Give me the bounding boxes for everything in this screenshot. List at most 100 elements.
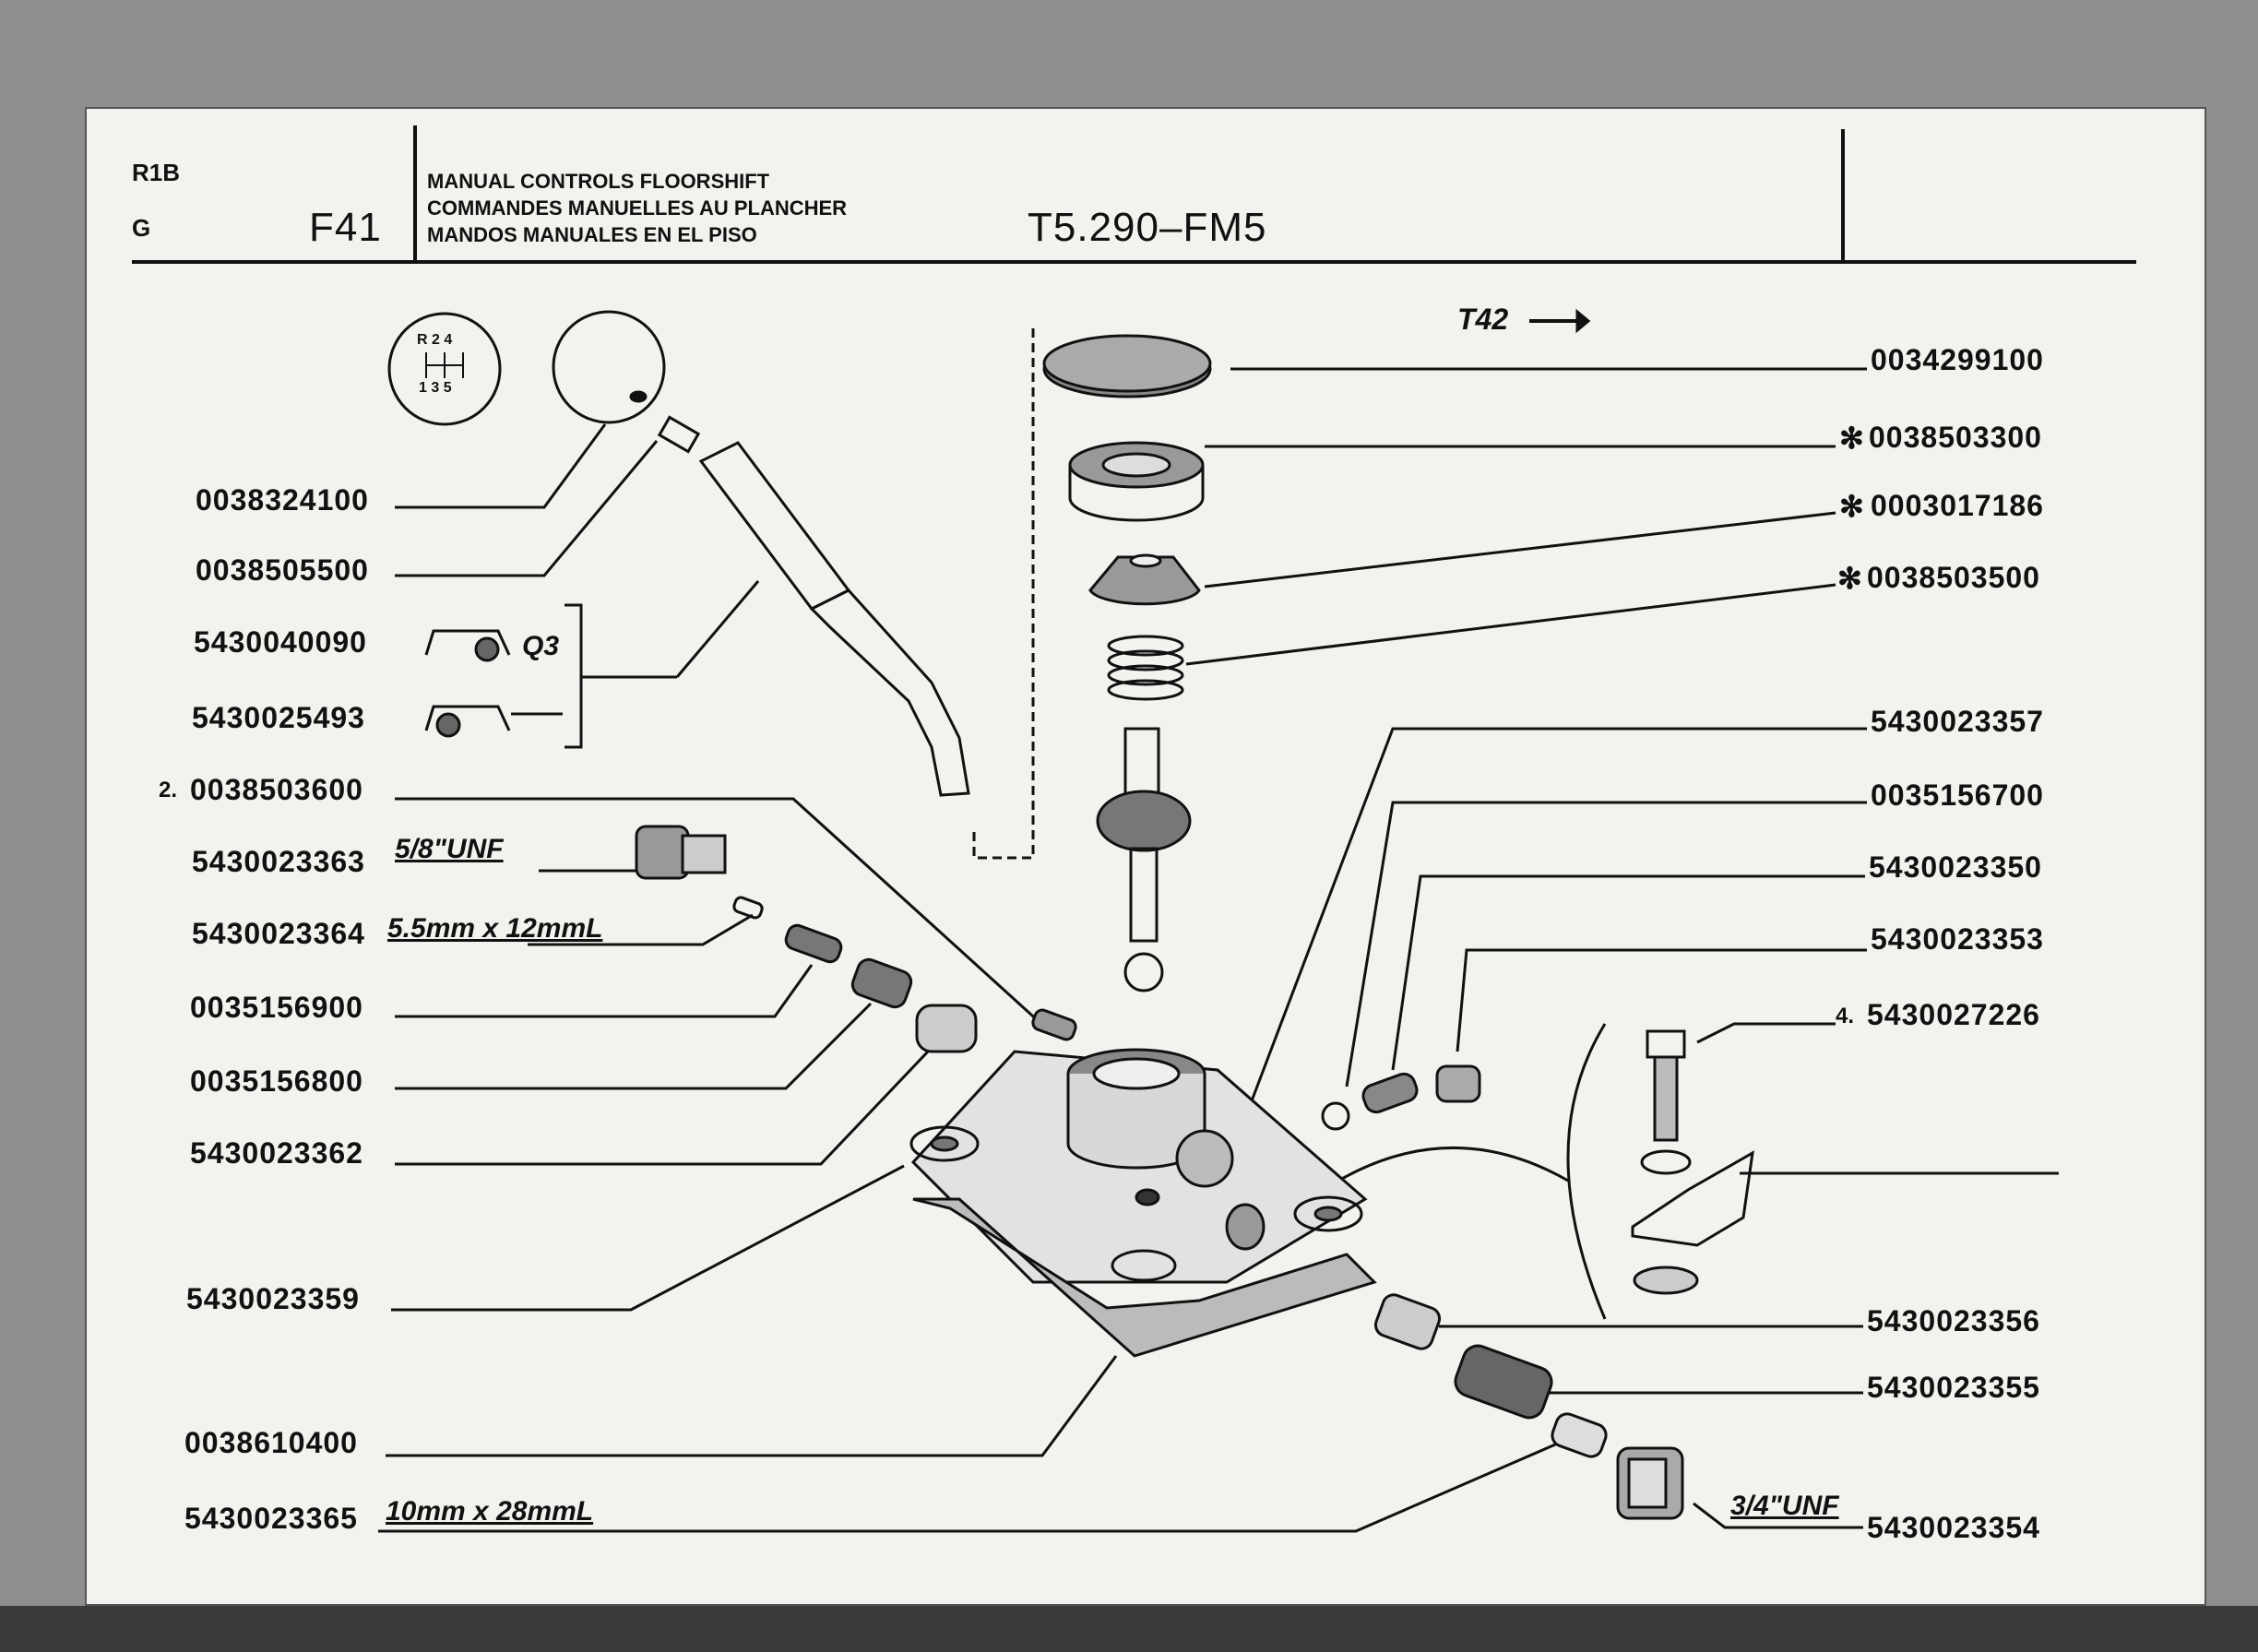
reference-label: T42	[1457, 303, 1509, 336]
part-number: 0035156800	[190, 1064, 363, 1098]
detail-arc	[1566, 1023, 1607, 1320]
ball-icon	[1321, 1101, 1350, 1131]
bushing-icon	[1068, 441, 1205, 522]
plunger-icon	[915, 1004, 978, 1053]
part-number: 5430025493	[192, 701, 365, 734]
part-number: 5430023350	[1869, 850, 2042, 884]
leader-line	[395, 1002, 873, 1090]
assembly-divider	[972, 328, 1035, 860]
leader-line	[675, 580, 760, 678]
part-number: 0038610400	[184, 1426, 358, 1459]
part-number: 5430023355	[1867, 1371, 2040, 1404]
scan-bottom-edge	[0, 1606, 2258, 1652]
spring-icon	[850, 957, 913, 1009]
part-number: 5430023363	[192, 845, 365, 878]
part-number: 0038324100	[196, 483, 369, 517]
cone-seat-icon	[1088, 553, 1201, 606]
leader-line	[395, 423, 607, 509]
title-spanish: MANDOS MANUALES EN EL PISO	[427, 223, 757, 246]
reference-arrow-icon	[1529, 308, 1591, 334]
part-number: 0038505500	[196, 553, 369, 587]
shift-pattern-top: R 2 4	[417, 332, 453, 348]
shift-housing-icon	[909, 1048, 1368, 1284]
pin-icon	[1551, 1412, 1608, 1458]
part-number: 5430027226	[1867, 998, 2040, 1031]
leader-line	[378, 1437, 1569, 1533]
part-number: 0003017186	[1871, 489, 2044, 522]
part-qty: 4.	[1836, 1004, 1855, 1028]
title-french: COMMANDES MANUELLES AU PLANCHER	[427, 196, 848, 220]
part-number: 0034299100	[1871, 343, 2044, 376]
bracket-hole-icon	[474, 636, 500, 662]
leader-line	[1243, 727, 1867, 1119]
leader-line	[391, 1164, 905, 1312]
part-number: 5430023353	[1871, 922, 2044, 956]
part-number: 0038503500	[1867, 561, 2040, 594]
leader-line	[1696, 1022, 1836, 1044]
pin-icon	[1031, 1008, 1077, 1041]
part-number: 5430023356	[1867, 1304, 2040, 1337]
header-group: F41	[309, 205, 382, 250]
leader-line	[395, 1050, 930, 1166]
part-note: Q3	[522, 631, 560, 661]
part-spec: 5/8"UNF	[395, 834, 504, 864]
part-number: 5430023357	[1871, 705, 2044, 738]
header-titles: MANUAL CONTROLS FLOORSHIFT COMMANDES MAN…	[427, 168, 847, 248]
part-qty: 2.	[159, 778, 178, 802]
header-divider-left	[413, 125, 417, 260]
part-number: 5430023365	[184, 1502, 358, 1535]
part-marker: ✻	[1839, 422, 1865, 455]
leader-line	[1456, 948, 1867, 1052]
gear-knob-icon	[552, 310, 666, 424]
part-spec: 3/4"UNF	[1730, 1491, 1839, 1521]
part-number: 0038503300	[1869, 421, 2042, 454]
part-number: 0038503600	[190, 773, 363, 806]
leader-line	[1391, 874, 1865, 1071]
leader-line	[1204, 511, 1836, 588]
shift-lever-icon	[657, 415, 970, 797]
part-marker: ✻	[1839, 490, 1865, 523]
part-number: 5430023359	[186, 1282, 360, 1315]
leader-line	[395, 440, 659, 577]
header-rule	[132, 260, 2136, 264]
spring-icon	[1107, 635, 1184, 701]
title-english: MANUAL CONTROLS FLOORSHIFT	[427, 170, 770, 193]
leader-line	[528, 913, 754, 946]
leader-line	[386, 1355, 1118, 1457]
plug-3-4-icon	[1616, 1446, 1684, 1520]
part-number: 5430023354	[1867, 1511, 2040, 1544]
leader-line	[395, 797, 1053, 1035]
header-model: T5.290–FM5	[1028, 205, 1267, 250]
routing-wire	[1309, 1146, 1569, 1201]
pin-icon	[732, 896, 764, 920]
bolt-icon	[1646, 1029, 1686, 1142]
header-code-r1b: R1B	[132, 159, 181, 186]
shift-pattern-bottom: 1 3 5	[419, 380, 452, 396]
part-spec: 5.5mm x 12mmL	[387, 913, 603, 944]
part-number: 0035156700	[1871, 778, 2044, 812]
header-divider-right	[1841, 129, 1845, 260]
dust-cover-icon	[1042, 334, 1212, 398]
spring-icon	[1454, 1344, 1553, 1420]
part-number: 0035156900	[190, 991, 363, 1024]
small-spring-icon	[784, 923, 843, 964]
leader-line	[1693, 1502, 1863, 1529]
part-number: 5430023364	[192, 917, 365, 950]
group-brace	[564, 603, 583, 749]
leader-line	[1345, 801, 1867, 1087]
bracket-icon	[424, 629, 511, 656]
bracket-hole-icon	[435, 712, 461, 738]
part-number: 5430040090	[194, 625, 367, 659]
part-marker: ✻	[1837, 562, 1863, 595]
part-spec: 10mm x 28mmL	[386, 1496, 594, 1527]
bracket-icon	[424, 705, 511, 731]
plug-5-8-icon	[635, 825, 727, 880]
lower-lever-icon	[1096, 727, 1192, 992]
plunger-icon	[1435, 1064, 1481, 1103]
leader-line	[1185, 583, 1836, 666]
shift-pattern-knob-icon	[387, 312, 502, 426]
plunger-icon	[1373, 1293, 1442, 1350]
bracket-plate-icon	[1631, 1149, 1754, 1295]
header-code-g: G	[132, 214, 151, 242]
